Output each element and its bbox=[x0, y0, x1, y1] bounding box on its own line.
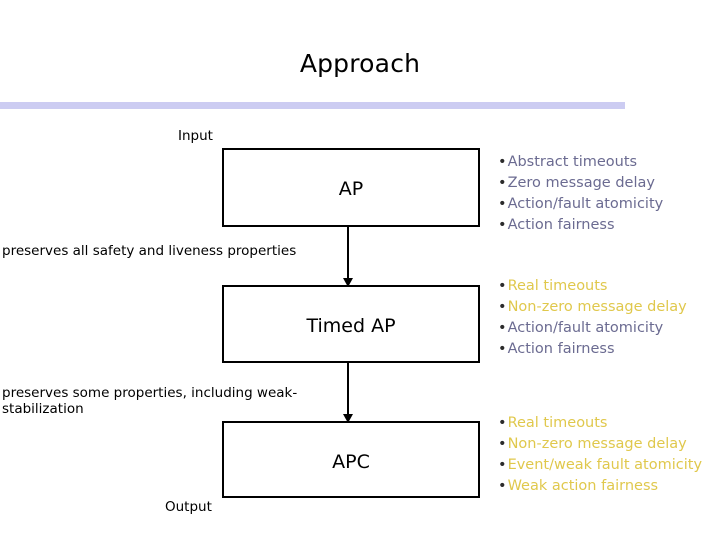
label-preserves-safety-liveness: preserves all safety and liveness proper… bbox=[2, 243, 297, 259]
arrow-ap-to-timed-ap bbox=[343, 226, 353, 287]
bullet-item: •Zero message delay bbox=[498, 173, 720, 194]
bullet-item: •Weak action fairness bbox=[498, 476, 720, 497]
bullet-dot-icon: • bbox=[498, 217, 507, 233]
label-preserves-some-properties: preserves some properties, including wea… bbox=[2, 385, 298, 417]
bullet-item-label: Event/weak fault atomicity bbox=[507, 457, 703, 473]
bullet-item-label: Action/fault atomicity bbox=[507, 196, 664, 212]
bullet-item-label: Real timeouts bbox=[507, 415, 608, 431]
flow-box-apc: APC bbox=[222, 421, 480, 498]
bullet-dot-icon: • bbox=[498, 478, 507, 494]
bullet-dot-icon: • bbox=[498, 320, 507, 336]
bullet-dot-icon: • bbox=[498, 196, 507, 212]
flow-box-timed-ap: Timed AP bbox=[222, 285, 480, 363]
bullet-dot-icon: • bbox=[498, 415, 507, 431]
title-divider-rule bbox=[0, 102, 625, 109]
bullet-item-label: Real timeouts bbox=[507, 278, 608, 294]
flow-box-ap: AP bbox=[222, 148, 480, 227]
label-output: Output bbox=[165, 499, 212, 515]
bullet-item-label: Action/fault atomicity bbox=[507, 320, 664, 336]
bullet-item: •Event/weak fault atomicity bbox=[498, 455, 720, 476]
bullet-dot-icon: • bbox=[498, 299, 507, 315]
bullet-item-label: Action fairness bbox=[507, 341, 615, 357]
bullet-item: •Real timeouts bbox=[498, 276, 720, 297]
bullet-list-timed-ap: •Real timeouts•Non-zero message delay•Ac… bbox=[498, 276, 720, 360]
bullet-list-apc: •Real timeouts•Non-zero message delay•Ev… bbox=[498, 413, 720, 497]
flow-box-ap-label: AP bbox=[338, 178, 364, 200]
bullet-item-label: Weak action fairness bbox=[507, 478, 659, 494]
page-title: Approach bbox=[299, 49, 421, 78]
bullet-item: •Abstract timeouts bbox=[498, 152, 720, 173]
bullet-item: •Action fairness bbox=[498, 215, 720, 236]
bullet-item: •Action fairness bbox=[498, 339, 720, 360]
bullet-item: •Action/fault atomicity bbox=[498, 318, 720, 339]
label-input: Input bbox=[178, 128, 213, 144]
bullet-dot-icon: • bbox=[498, 154, 507, 170]
flow-box-timed-ap-label: Timed AP bbox=[306, 315, 396, 337]
bullet-dot-icon: • bbox=[498, 341, 507, 357]
arrow-timed-ap-to-apc bbox=[343, 362, 353, 423]
bullet-dot-icon: • bbox=[498, 457, 507, 473]
bullet-dot-icon: • bbox=[498, 278, 507, 294]
bullet-item: •Action/fault atomicity bbox=[498, 194, 720, 215]
bullet-item-label: Action fairness bbox=[507, 217, 615, 233]
bullet-dot-icon: • bbox=[498, 436, 507, 452]
bullet-item-label: Non-zero message delay bbox=[507, 299, 687, 315]
bullet-list-ap: •Abstract timeouts•Zero message delay•Ac… bbox=[498, 152, 720, 236]
bullet-item: •Non-zero message delay bbox=[498, 297, 720, 318]
bullet-item-label: Abstract timeouts bbox=[507, 154, 638, 170]
bullet-item: •Non-zero message delay bbox=[498, 434, 720, 455]
flow-box-apc-label: APC bbox=[332, 451, 370, 473]
bullet-dot-icon: • bbox=[498, 175, 507, 191]
bullet-item: •Real timeouts bbox=[498, 413, 720, 434]
bullet-item-label: Zero message delay bbox=[507, 175, 655, 191]
bullet-item-label: Non-zero message delay bbox=[507, 436, 687, 452]
